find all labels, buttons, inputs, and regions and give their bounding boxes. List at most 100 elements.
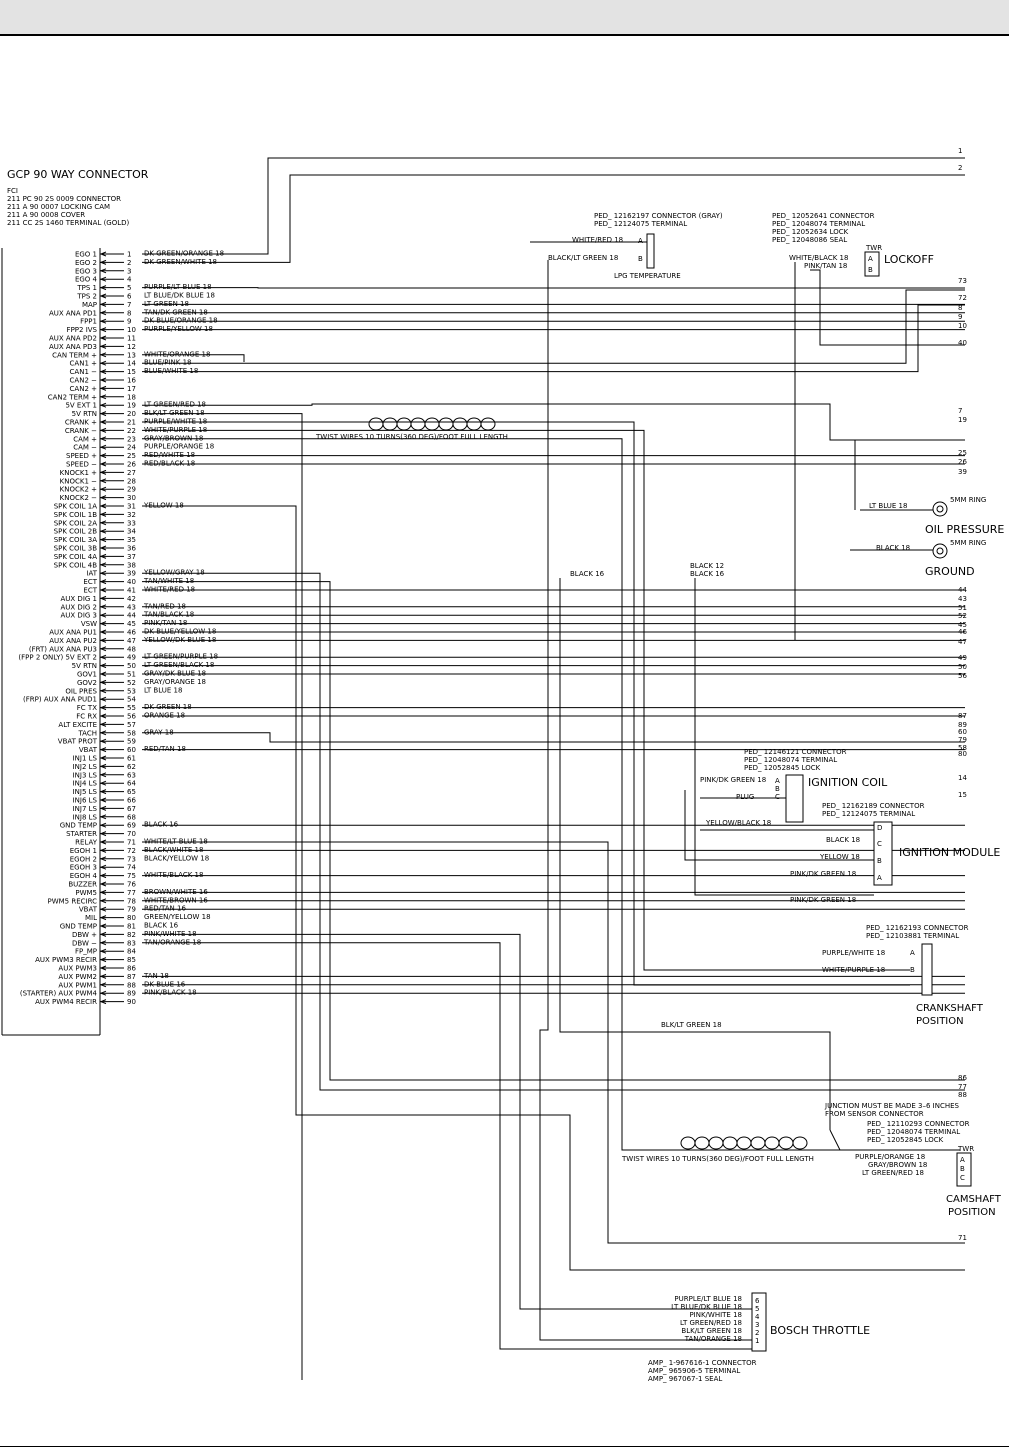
ecm-pin-arrow — [99, 948, 107, 954]
ecm-pin-number: 34 — [127, 528, 136, 536]
right-edge-label: 47 — [958, 638, 967, 646]
ecm-pin-number: 84 — [127, 948, 136, 956]
ecm-pin-number: 28 — [127, 477, 136, 485]
ecm-pin-arrow — [99, 797, 107, 803]
bosch-part-line: AMP_ 1-967616-1 CONNECTOR — [648, 1359, 757, 1367]
ecm-pin-number: 56 — [127, 713, 136, 721]
ground-ring: 5MM RING — [950, 539, 986, 547]
right-edge-label: 9 — [958, 313, 962, 321]
ecm-pin-label: SPEED + — [66, 452, 97, 460]
ecm-pin-label: CAN2 − — [70, 377, 98, 385]
wire-route — [142, 289, 965, 364]
ign-module-pin: C — [877, 840, 882, 848]
ecm-pin-arrow — [99, 889, 107, 895]
ecm-pin-arrow — [99, 285, 107, 291]
ecm-pin-wire: LT BLUE/DK BLUE 18 — [144, 292, 215, 300]
lpg-wire-b: BLACK/LT GREEN 18 — [548, 254, 618, 262]
twist-loop — [480, 417, 496, 431]
ecm-pin-number: 41 — [127, 587, 136, 595]
right-edge-label: 39 — [958, 468, 967, 476]
right-edge-label: 71 — [958, 1234, 967, 1242]
ecm-pin-number: 58 — [127, 729, 136, 737]
ecm-pin-label: EGOH 4 — [70, 872, 98, 880]
ecm-pin-label: 5V EXT 1 — [65, 402, 97, 410]
ecm-pin-arrow — [99, 301, 107, 307]
ecm-pin-label: SPEED − — [66, 461, 97, 469]
ecm-pin-arrow — [99, 915, 107, 921]
wire-route — [142, 354, 245, 362]
ecm-pin-label: SPK COIL 2A — [54, 519, 98, 527]
ecm-pin-number: 37 — [127, 553, 136, 561]
ecm-pin-arrow — [99, 360, 107, 366]
ecm-pin-number: 53 — [127, 687, 136, 695]
ecm-pin-arrow — [99, 789, 107, 795]
ecm-pin-number: 43 — [127, 603, 136, 611]
ecm-pin-label: VBAT — [79, 906, 98, 914]
ecm-pin-label: CRANK − — [65, 427, 97, 435]
right-edge-label: 2 — [958, 164, 962, 172]
cam-twr: TWR — [957, 1145, 974, 1153]
ecm-pin-arrow — [99, 587, 107, 593]
page-footer-rule — [0, 1446, 1009, 1447]
twist-loop — [736, 1136, 752, 1150]
ecm-pin-arrow — [99, 318, 107, 324]
right-edge-label: 80 — [958, 750, 967, 758]
black-wire-label: BLACK 16 — [570, 570, 605, 578]
twist-coil — [368, 417, 496, 431]
twist-loop — [382, 417, 398, 431]
page-header-band — [0, 0, 1009, 36]
ecm-pin-number: 4 — [127, 276, 132, 284]
wire-route — [142, 157, 965, 255]
ecm-pin-number: 10 — [127, 326, 136, 334]
wire-route — [539, 260, 752, 1341]
ecm-pin-number: 32 — [127, 511, 136, 519]
right-edge-label: 89 — [958, 721, 967, 729]
twist-loop — [410, 417, 426, 431]
ecm-pin-arrow — [99, 562, 107, 568]
lpg-pin-b: B — [638, 255, 643, 263]
ecm-pin-number: 14 — [127, 360, 136, 368]
ecm-pin-arrow — [99, 419, 107, 425]
ecm-pin-number: 30 — [127, 494, 136, 502]
twist-loop — [424, 417, 440, 431]
ecm-pin-number: 67 — [127, 805, 136, 813]
crank-pin-a: A — [910, 949, 915, 957]
ecm-pin-label: AUX PWM4 RECIR — [35, 998, 97, 1006]
ecm-pin-number: 45 — [127, 620, 136, 628]
ecm-pin-label: SPK COIL 2B — [54, 528, 98, 536]
twist-loop — [466, 417, 482, 431]
ecm-pin-label: EGO 4 — [75, 276, 98, 284]
bosch-part-line: AMP_ 967067-1 SEAL — [648, 1375, 722, 1383]
bosch-wire-label: TAN/ORANGE 18 — [684, 1335, 742, 1343]
lpg-part-line: PED_ 12162197 CONNECTOR (GRAY) — [594, 212, 723, 220]
ecm-pin-label: CRANK + — [65, 419, 97, 427]
ecm-pin-number: 13 — [127, 351, 136, 359]
ecm-pin-arrow — [99, 369, 107, 375]
ecm-pin-number: 55 — [127, 704, 136, 712]
ecm-pin-label: SPK COIL 1A — [54, 503, 98, 511]
ecm-pin-label: (FRT) AUX ANA PU3 — [29, 645, 97, 653]
ecm-pin-label: GOV2 — [77, 679, 97, 687]
ecm-pin-number: 83 — [127, 939, 136, 947]
ecm-pin-number: 26 — [127, 461, 136, 469]
right-edge-label: 79 — [958, 736, 967, 744]
ecm-pin-arrow — [99, 822, 107, 828]
ecm-pin-label: FP_MP — [75, 948, 97, 956]
ecm-pin-label: FPP2 IVS — [67, 326, 98, 334]
right-edge-label: 49 — [958, 654, 967, 662]
ecm-pin-label: PWM5 RECIRC — [47, 897, 97, 905]
cam-note: FROM SENSOR CONNECTOR — [825, 1110, 924, 1118]
ignition-coil: PED_ 12146121 CONNECTOR PED_ 12048074 TE… — [700, 748, 888, 823]
ecm-pin-arrow — [99, 864, 107, 870]
ecm-pin-arrow — [99, 377, 107, 383]
ecm-part-line: 211 PC 90 2S 0009 CONNECTOR — [7, 195, 121, 203]
ecm-pin-label: SPK COIL 4B — [54, 561, 98, 569]
ecm-pin-number: 88 — [127, 981, 136, 989]
wire-route — [142, 429, 910, 971]
ecm-pin-number: 52 — [127, 679, 136, 687]
ign-module-body — [873, 821, 893, 886]
ecm-pin-arrow — [99, 705, 107, 711]
ecm-pin-label: AUX PWM1 — [58, 981, 97, 989]
lockoff-name: LOCKOFF — [884, 253, 934, 266]
